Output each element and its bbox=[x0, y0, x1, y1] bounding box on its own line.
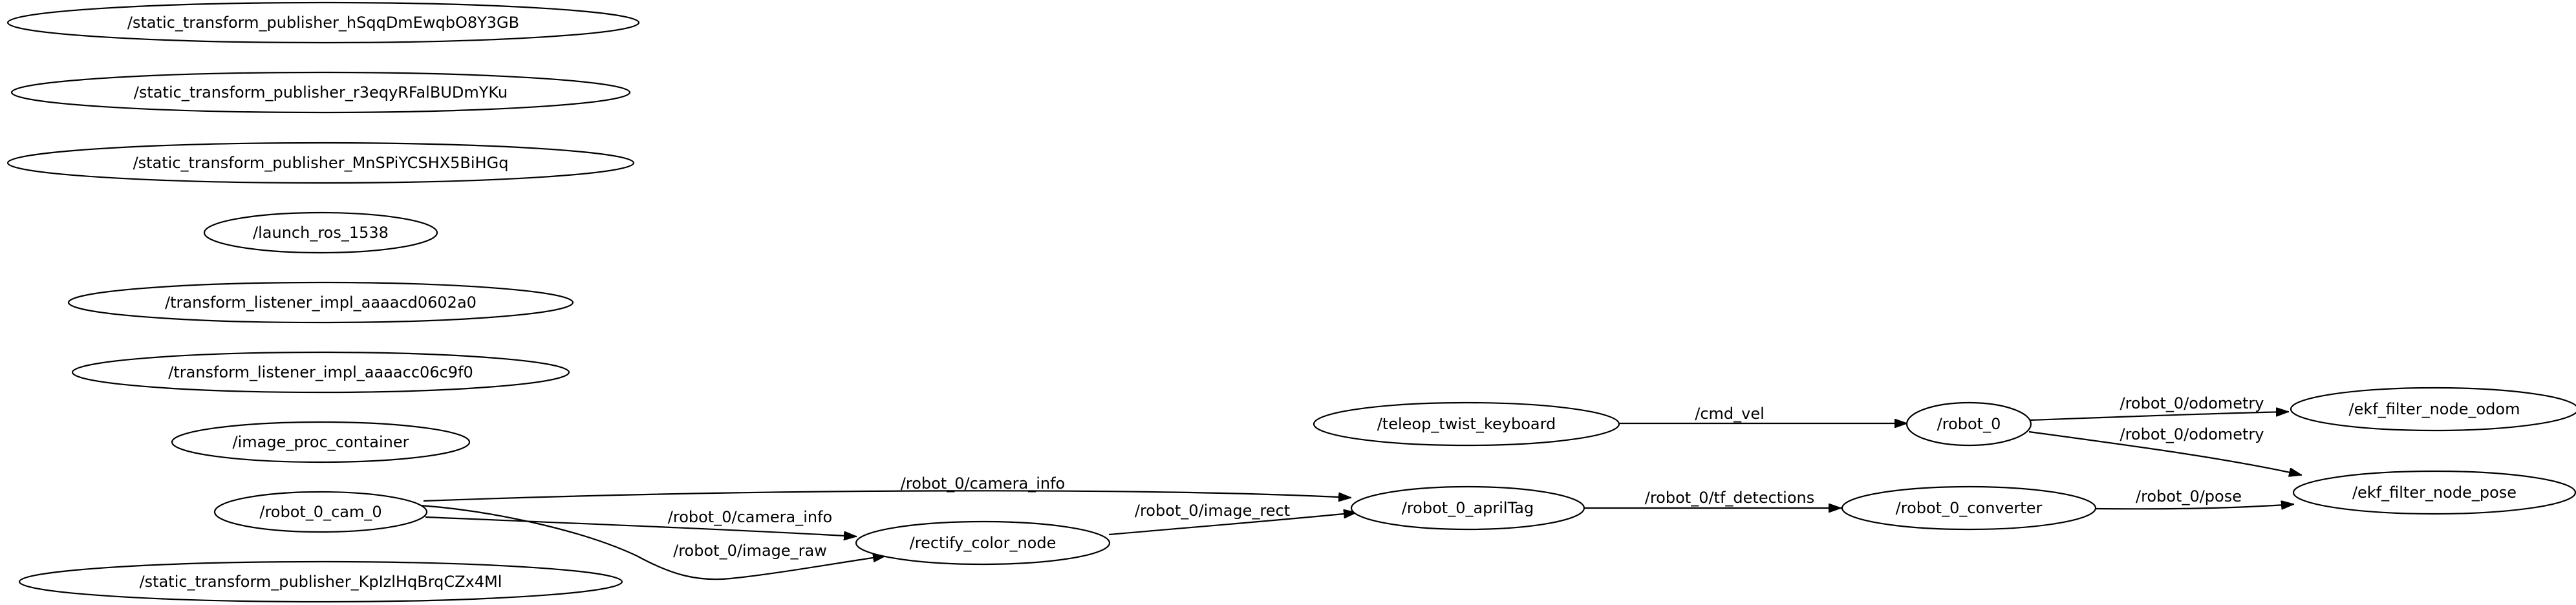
node-label: /static_transform_publisher_MnSPiYCSHX5B… bbox=[133, 154, 509, 172]
edge-cam-to-rectify-raw[interactable] bbox=[420, 504, 886, 580]
edge-cam-to-apriltag[interactable] bbox=[423, 490, 1351, 501]
edge-label-cam-apriltag: /robot_0/camera_info bbox=[901, 474, 1065, 493]
node-label: /image_proc_container bbox=[232, 433, 409, 451]
node-transform-listener-2[interactable]: /transform_listener_impl_aaaacc06c9f0 bbox=[71, 351, 570, 394]
node-label: /robot_0 bbox=[1937, 415, 2001, 433]
node-ekf-filter-odom[interactable]: /ekf_filter_node_odom bbox=[2290, 387, 2576, 432]
node-label: /static_transform_publisher_hSqqDmEwqbO8… bbox=[127, 14, 519, 32]
node-label: /transform_listener_impl_aaaacd0602a0 bbox=[165, 293, 477, 312]
edge-label-robot-pose: /robot_0/odometry bbox=[2120, 425, 2264, 443]
node-label: /transform_listener_impl_aaaacc06c9f0 bbox=[168, 363, 473, 381]
node-label: /ekf_filter_node_odom bbox=[2349, 400, 2520, 418]
edge-converter-to-ekf-pose[interactable] bbox=[2093, 504, 2294, 510]
node-teleop-twist-keyboard[interactable]: /teleop_twist_keyboard bbox=[1313, 401, 1620, 447]
node-label: /static_transform_publisher_KpIzlHqBrqCZ… bbox=[140, 573, 502, 591]
edge-label-converter-pose: /robot_0/pose bbox=[2136, 487, 2242, 505]
edge-label-rectify-apriltag: /robot_0/image_rect bbox=[1135, 502, 1290, 520]
node-rectify-color[interactable]: /rectify_color_node bbox=[855, 520, 1111, 566]
node-static-transform-publisher-1[interactable]: /static_transform_publisher_hSqqDmEwqbO8… bbox=[6, 1, 640, 44]
node-static-transform-publisher-3[interactable]: /static_transform_publisher_MnSPiYCSHX5B… bbox=[6, 142, 635, 184]
node-static-transform-publisher-2[interactable]: /static_transform_publisher_r3eqyRFalBUD… bbox=[10, 71, 631, 114]
node-label: /teleop_twist_keyboard bbox=[1377, 415, 1556, 433]
node-label: /robot_0_converter bbox=[1896, 499, 2043, 517]
node-image-proc-container[interactable]: /image_proc_container bbox=[171, 421, 471, 463]
edge-cam-to-rectify-info[interactable] bbox=[425, 516, 857, 536]
node-label: /launch_ros_1538 bbox=[253, 224, 389, 242]
edge-robot-to-ekf-odom[interactable] bbox=[2030, 412, 2289, 421]
node-robot-cam[interactable]: /robot_0_cam_0 bbox=[213, 491, 428, 533]
node-label: /static_transform_publisher_r3eqyRFalBUD… bbox=[134, 83, 508, 101]
edge-label-teleop-robot: /cmd_vel bbox=[1695, 405, 1765, 423]
node-label: /ekf_filter_node_pose bbox=[2352, 483, 2517, 502]
node-label: /robot_0_aprilTag bbox=[1402, 499, 1534, 517]
node-label: /rectify_color_node bbox=[910, 534, 1057, 552]
edge-rectify-to-apriltag[interactable] bbox=[1108, 513, 1357, 536]
edge-label-cam-rectify-raw: /robot_0/image_raw bbox=[673, 542, 827, 560]
node-robot-apriltag[interactable]: /robot_0_aprilTag bbox=[1350, 485, 1585, 531]
node-robot-converter[interactable]: /robot_0_converter bbox=[1841, 485, 2097, 531]
node-label: /robot_0_cam_0 bbox=[259, 503, 381, 521]
edge-label-apriltag-converter: /robot_0/tf_detections bbox=[1645, 489, 1815, 507]
node-transform-listener-1[interactable]: /transform_listener_impl_aaaacd0602a0 bbox=[67, 281, 574, 324]
edge-label-cam-rectify-info: /robot_0/camera_info bbox=[668, 508, 832, 526]
edge-label-robot-odom: /robot_0/odometry bbox=[2120, 394, 2264, 412]
node-ekf-filter-pose[interactable]: /ekf_filter_node_pose bbox=[2292, 470, 2576, 515]
node-launch-ros[interactable]: /launch_ros_1538 bbox=[203, 211, 438, 254]
node-static-transform-publisher-4[interactable]: /static_transform_publisher_KpIzlHqBrqCZ… bbox=[18, 560, 623, 603]
edge-robot-to-ekf-pose[interactable] bbox=[2028, 430, 2302, 475]
node-robot[interactable]: /robot_0 bbox=[1905, 401, 2032, 447]
